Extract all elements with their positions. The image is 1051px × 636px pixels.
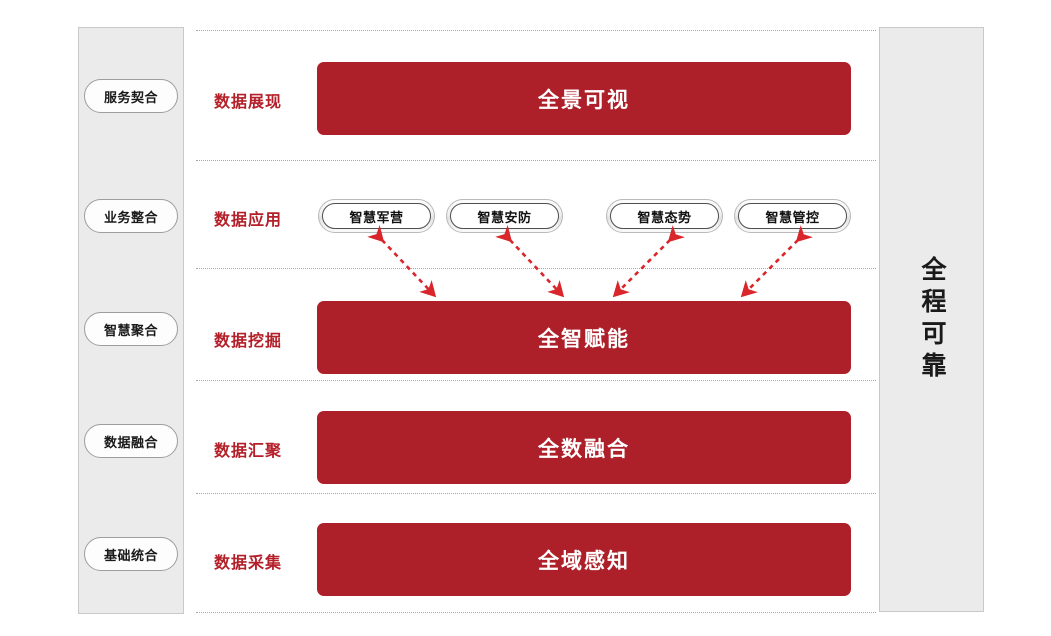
app-pill-smart-barracks-inner: 智慧军营 bbox=[322, 203, 431, 229]
stage-pill-5-label: 基础统合 bbox=[103, 547, 158, 563]
separator-4 bbox=[196, 493, 876, 494]
right-reliability-panel bbox=[879, 27, 984, 612]
red-bar-full-domain-sensing[interactable]: 全域感知 bbox=[317, 523, 851, 596]
separator-top bbox=[196, 30, 876, 31]
stage-pill-1[interactable]: 服务契合 bbox=[84, 79, 178, 113]
separator-3 bbox=[196, 380, 876, 381]
stage-pill-4[interactable]: 数据融合 bbox=[84, 424, 178, 458]
app-pill-smart-control-label: 智慧管控 bbox=[765, 209, 820, 225]
reliability-slogan-label: 全程可靠 bbox=[918, 255, 946, 384]
red-bar-full-intelligence[interactable]: 全智赋能 bbox=[317, 301, 851, 374]
stage-pill-1-label: 服务契合 bbox=[103, 89, 158, 105]
stage-pill-2-label: 业务整合 bbox=[103, 209, 158, 225]
red-bar-full-data-fusion[interactable]: 全数融合 bbox=[317, 411, 851, 484]
separator-2 bbox=[196, 268, 876, 269]
app-pill-smart-situation[interactable]: 智慧态势 bbox=[606, 199, 723, 233]
row-label-data-collection: 数据采集 bbox=[214, 555, 283, 572]
app-pill-smart-barracks-label: 智慧军营 bbox=[349, 209, 404, 225]
app-pill-smart-barracks[interactable]: 智慧军营 bbox=[318, 199, 435, 233]
app-pill-smart-situation-label: 智慧态势 bbox=[637, 209, 692, 225]
stage-pill-3[interactable]: 智慧聚合 bbox=[84, 312, 178, 346]
app-pill-smart-control[interactable]: 智慧管控 bbox=[734, 199, 851, 233]
app-pill-smart-control-inner: 智慧管控 bbox=[738, 203, 847, 229]
red-bar-full-data-fusion-label: 全数融合 bbox=[538, 437, 630, 461]
stage-pill-3-label: 智慧聚合 bbox=[103, 322, 158, 338]
red-bar-panoramic-visual-label: 全景可视 bbox=[538, 88, 630, 112]
stage-pill-4-label: 数据融合 bbox=[103, 434, 158, 450]
red-bar-full-domain-sensing-label: 全域感知 bbox=[538, 549, 630, 573]
app-pill-smart-situation-inner: 智慧态势 bbox=[610, 203, 719, 229]
red-bar-full-intelligence-label: 全智赋能 bbox=[538, 327, 630, 351]
row-label-data-mining: 数据挖掘 bbox=[214, 333, 283, 350]
reliability-slogan: 全程可靠 bbox=[879, 27, 984, 612]
stage-pill-2[interactable]: 业务整合 bbox=[84, 199, 178, 233]
red-bar-panoramic-visual[interactable]: 全景可视 bbox=[317, 62, 851, 135]
app-pill-smart-security-label: 智慧安防 bbox=[477, 209, 532, 225]
row-label-data-presentation: 数据展现 bbox=[214, 94, 283, 111]
separator-bottom bbox=[196, 612, 876, 613]
stage-pill-5[interactable]: 基础统合 bbox=[84, 537, 178, 571]
row-label-data-application: 数据应用 bbox=[214, 212, 283, 229]
separator-1 bbox=[196, 160, 876, 161]
app-pill-smart-security[interactable]: 智慧安防 bbox=[446, 199, 563, 233]
app-pill-smart-security-inner: 智慧安防 bbox=[450, 203, 559, 229]
row-label-data-aggregation: 数据汇聚 bbox=[214, 443, 283, 460]
